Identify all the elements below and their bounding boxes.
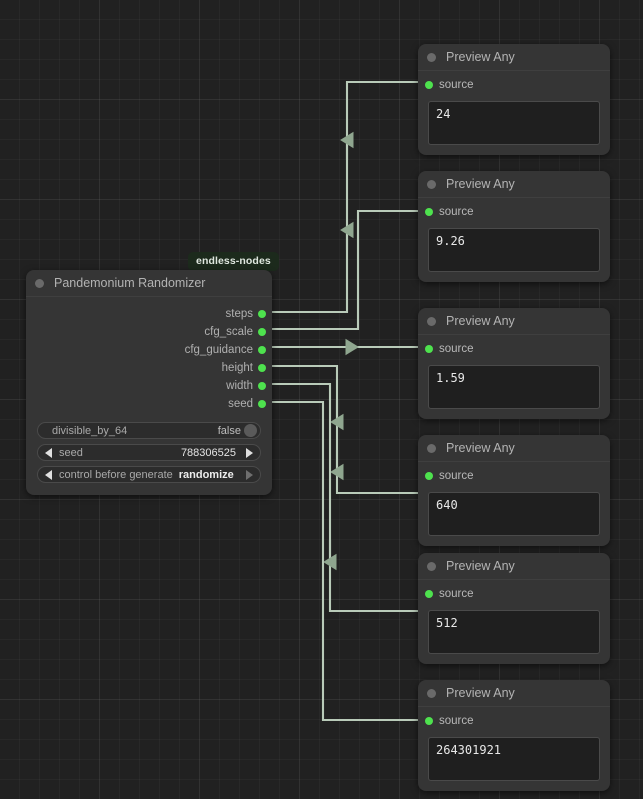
input-label: source bbox=[439, 588, 474, 600]
node-body: source 264301921 bbox=[418, 710, 610, 791]
widget-label: control before generate bbox=[59, 468, 173, 481]
input-label: source bbox=[439, 343, 474, 355]
node-header[interactable]: Preview Any bbox=[418, 680, 610, 707]
preview-value-textbox[interactable]: 24 bbox=[428, 101, 600, 145]
output-row-cfg-scale[interactable]: cfg_scale bbox=[26, 323, 272, 341]
node-preview-any-2[interactable]: Preview Any source 9.26 bbox=[418, 171, 610, 282]
output-row-width[interactable]: width bbox=[26, 377, 272, 395]
output-label: cfg_guidance bbox=[184, 344, 253, 356]
output-port-cfg-scale[interactable] bbox=[258, 328, 266, 336]
node-header[interactable]: Preview Any bbox=[418, 44, 610, 71]
node-body: steps cfg_scale cfg_guidance height widt… bbox=[26, 297, 272, 495]
node-title: Preview Any bbox=[446, 314, 515, 328]
collapse-dot-icon[interactable] bbox=[427, 52, 436, 62]
output-row-height[interactable]: height bbox=[26, 359, 272, 377]
input-label: source bbox=[439, 715, 474, 727]
node-header[interactable]: Preview Any bbox=[418, 171, 610, 198]
widget-value[interactable]: randomize bbox=[178, 468, 234, 481]
output-port-cfg-guidance[interactable] bbox=[258, 346, 266, 354]
input-port-source[interactable] bbox=[425, 472, 433, 480]
output-label: steps bbox=[225, 308, 254, 320]
node-pandemonium-randomizer[interactable]: Pandemonium Randomizer steps cfg_scale c… bbox=[26, 270, 272, 495]
previous-option-arrow-icon[interactable] bbox=[45, 469, 52, 480]
input-port-source[interactable] bbox=[425, 717, 433, 725]
input-label: source bbox=[439, 470, 474, 482]
preview-value-textbox[interactable]: 640 bbox=[428, 492, 600, 536]
input-row-source[interactable]: source bbox=[418, 201, 610, 223]
node-preview-any-5[interactable]: Preview Any source 512 bbox=[418, 553, 610, 664]
node-title: Preview Any bbox=[446, 50, 515, 64]
widget-divisible-by-64[interactable]: divisible_by_64 false bbox=[37, 422, 261, 439]
node-header[interactable]: Preview Any bbox=[418, 553, 610, 580]
node-body: source 1.59 bbox=[418, 338, 610, 419]
preview-value-textbox[interactable]: 264301921 bbox=[428, 737, 600, 781]
node-body: source 640 bbox=[418, 465, 610, 546]
node-title: Preview Any bbox=[446, 686, 515, 700]
widget-seed[interactable]: seed 788306525 bbox=[37, 444, 261, 461]
input-row-source[interactable]: source bbox=[418, 465, 610, 487]
group-badge-endless-nodes[interactable]: endless-nodes bbox=[188, 252, 279, 271]
collapse-dot-icon[interactable] bbox=[427, 179, 436, 189]
widget-label: divisible_by_64 bbox=[52, 424, 128, 437]
widget-label: seed bbox=[59, 446, 83, 459]
node-header[interactable]: Pandemonium Randomizer bbox=[26, 270, 272, 297]
node-preview-any-3[interactable]: Preview Any source 1.59 bbox=[418, 308, 610, 419]
widget-value[interactable]: 788306525 bbox=[180, 446, 236, 459]
input-port-source[interactable] bbox=[425, 81, 433, 89]
output-port-width[interactable] bbox=[258, 382, 266, 390]
input-port-source[interactable] bbox=[425, 208, 433, 216]
input-row-source[interactable]: source bbox=[418, 338, 610, 360]
node-header[interactable]: Preview Any bbox=[418, 435, 610, 462]
output-row-seed[interactable]: seed bbox=[26, 395, 272, 413]
input-label: source bbox=[439, 79, 474, 91]
output-label: cfg_scale bbox=[204, 326, 253, 338]
collapse-dot-icon[interactable] bbox=[35, 278, 44, 288]
output-row-steps[interactable]: steps bbox=[26, 305, 272, 323]
node-body: source 9.26 bbox=[418, 201, 610, 282]
collapse-dot-icon[interactable] bbox=[427, 316, 436, 326]
node-preview-any-6[interactable]: Preview Any source 264301921 bbox=[418, 680, 610, 791]
output-port-steps[interactable] bbox=[258, 310, 266, 318]
preview-value-textbox[interactable]: 1.59 bbox=[428, 365, 600, 409]
output-row-cfg-guidance[interactable]: cfg_guidance bbox=[26, 341, 272, 359]
decrement-arrow-icon[interactable] bbox=[45, 447, 52, 458]
output-label: width bbox=[226, 380, 253, 392]
node-title: Preview Any bbox=[446, 441, 515, 455]
node-body: source 512 bbox=[418, 583, 610, 664]
node-header[interactable]: Preview Any bbox=[418, 308, 610, 335]
node-preview-any-1[interactable]: Preview Any source 24 bbox=[418, 44, 610, 155]
collapse-dot-icon[interactable] bbox=[427, 688, 436, 698]
input-port-source[interactable] bbox=[425, 590, 433, 598]
widget-value: false bbox=[217, 424, 241, 437]
output-label: height bbox=[221, 362, 253, 374]
widget-control-before-generate[interactable]: control before generate randomize bbox=[37, 466, 261, 483]
toggle-knob[interactable] bbox=[244, 424, 257, 437]
output-port-seed[interactable] bbox=[258, 400, 266, 408]
output-label: seed bbox=[228, 398, 253, 410]
input-row-source[interactable]: source bbox=[418, 710, 610, 732]
next-option-arrow-icon[interactable] bbox=[246, 469, 253, 480]
node-title: Preview Any bbox=[446, 559, 515, 573]
node-title: Preview Any bbox=[446, 177, 515, 191]
increment-arrow-icon[interactable] bbox=[246, 447, 253, 458]
preview-value-textbox[interactable]: 9.26 bbox=[428, 228, 600, 272]
node-title: Pandemonium Randomizer bbox=[54, 276, 206, 290]
node-body: source 24 bbox=[418, 74, 610, 155]
collapse-dot-icon[interactable] bbox=[427, 561, 436, 571]
input-row-source[interactable]: source bbox=[418, 583, 610, 605]
output-port-height[interactable] bbox=[258, 364, 266, 372]
node-preview-any-4[interactable]: Preview Any source 640 bbox=[418, 435, 610, 546]
input-row-source[interactable]: source bbox=[418, 74, 610, 96]
collapse-dot-icon[interactable] bbox=[427, 443, 436, 453]
preview-value-textbox[interactable]: 512 bbox=[428, 610, 600, 654]
input-port-source[interactable] bbox=[425, 345, 433, 353]
input-label: source bbox=[439, 206, 474, 218]
